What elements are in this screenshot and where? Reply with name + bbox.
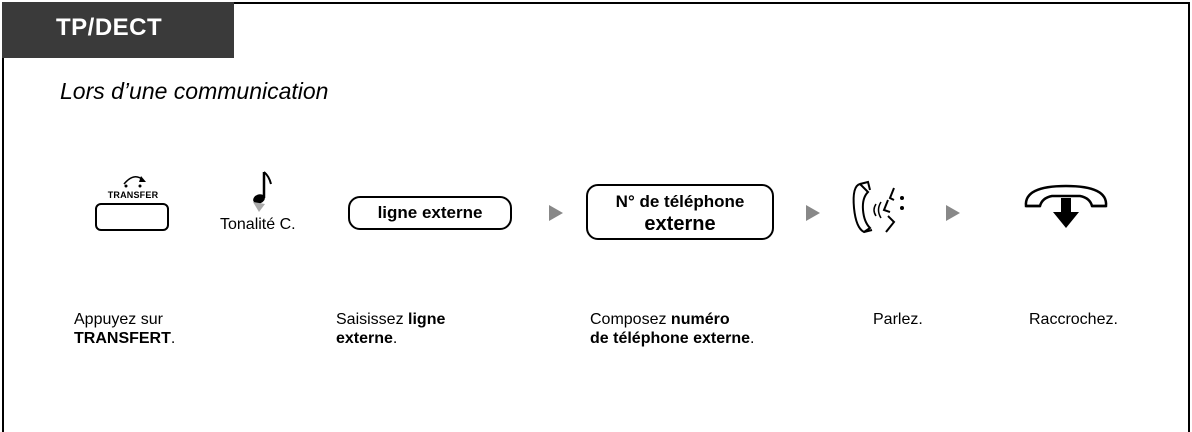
step-dial-bold2: de téléphone externe: [590, 330, 751, 347]
step-press-text: Appuyez sur: [74, 311, 163, 328]
step-press-key: TRANSFERT: [74, 330, 171, 347]
step-enter-text: Saisissez: [336, 311, 409, 328]
arrow-1: [549, 205, 563, 221]
step-talk-caption: Parlez.: [873, 311, 923, 328]
transfer-key-label: TRANSFER: [107, 190, 159, 200]
step-press-caption: Appuyez sur TRANSFERT.: [74, 310, 175, 348]
procedure-condition: Lors d’une communication: [60, 78, 329, 104]
step-dial-text: Composez: [590, 311, 671, 328]
step-press-period: .: [170, 330, 176, 347]
external-line-label: ligne externe: [377, 203, 483, 222]
section-tab-title: TP/DECT: [2, 2, 234, 58]
transfer-arrow-icon: [95, 176, 169, 231]
step-enter-period: .: [392, 330, 398, 347]
step-dial-caption: Composez numéro de téléphone externe.: [590, 310, 755, 348]
step-hangup-caption: Raccrochez.: [1029, 311, 1118, 328]
step-enter-caption: Saisissez ligne externe.: [336, 310, 445, 348]
step-enter-bold2: externe: [336, 330, 393, 347]
handset-talking-icon: [846, 178, 920, 238]
phone-number-label-line1: N° de téléphone: [615, 192, 745, 211]
step-enter-bold1: ligne: [408, 311, 446, 328]
music-note-icon: [245, 168, 285, 214]
phone-number-box: N° de téléphone externe: [586, 184, 774, 240]
on-hook-icon: [1020, 180, 1112, 234]
step-dial-bold1: numéro: [670, 311, 730, 328]
external-line-box: ligne externe: [348, 196, 512, 230]
transfer-key-icon: TRANSFER: [94, 170, 172, 232]
arrow-3: [946, 205, 960, 221]
arrow-2: [806, 205, 820, 221]
tone-label: Tonalité C.: [220, 216, 296, 233]
phone-number-label-line2: externe: [644, 213, 716, 235]
step-dial-period: .: [750, 330, 755, 347]
